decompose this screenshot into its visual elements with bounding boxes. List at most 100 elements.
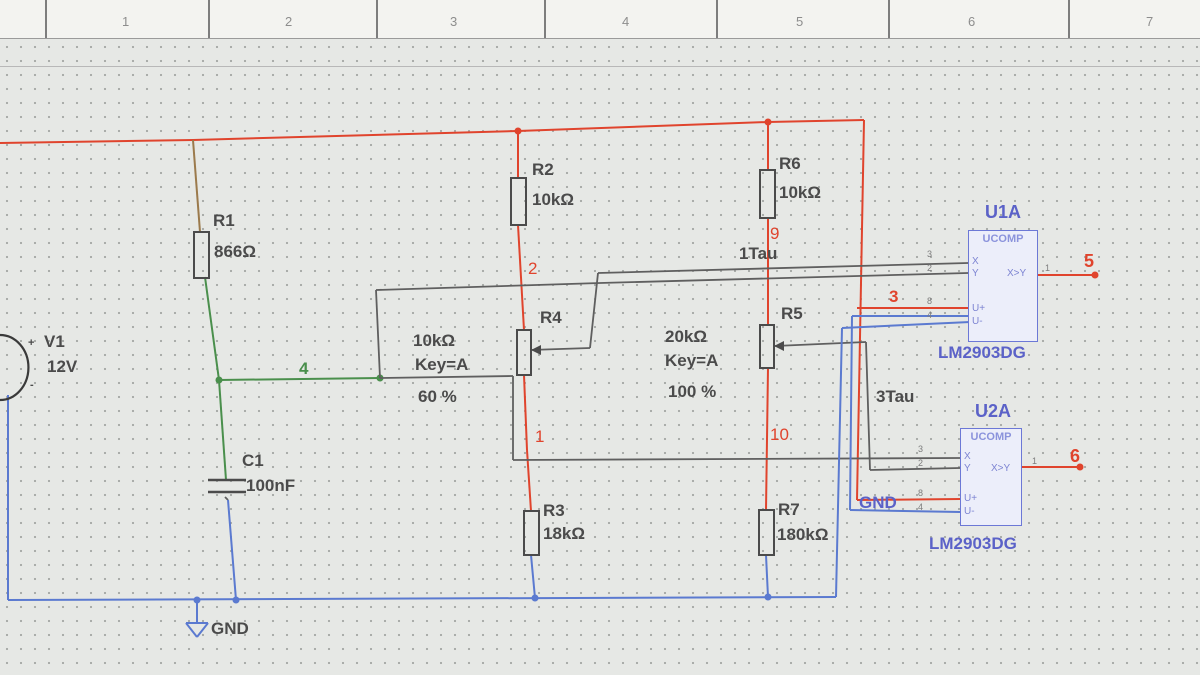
u1-pin-out: X>Y (1007, 268, 1027, 279)
r4-name: R4 (540, 308, 562, 327)
ruler-column-1: 1 (45, 0, 210, 38)
u1-pin-uplus: U+ (972, 303, 986, 314)
u1-pin-x: X (972, 256, 979, 267)
ruler-label: 1 (122, 14, 130, 29)
signal-nets[interactable] (224, 262, 969, 501)
u2-pinnum-1: 1 (1032, 456, 1038, 466)
u2-chip-label: UCOMP (970, 431, 1012, 443)
column-ruler: 1 2 3 4 5 6 7 (0, 0, 1200, 39)
supply-net[interactable] (0, 119, 1095, 512)
r2-value: 10kΩ (532, 190, 574, 209)
ruler-column-6: 6 (888, 0, 1070, 38)
r5-body[interactable] (759, 324, 775, 369)
u2-pin-y: Y (964, 463, 971, 474)
u2-pinnum-3: 3 (918, 444, 924, 454)
v1-minus-sign: - (30, 379, 34, 391)
r7-body[interactable] (758, 509, 775, 556)
r4-value: 10kΩ (413, 331, 455, 350)
v1-name: V1 (44, 332, 65, 351)
net-label-4: 4 (299, 359, 309, 378)
ruler-column-5: 5 (716, 0, 890, 38)
c1-body[interactable] (208, 478, 246, 494)
ruler-label: 6 (968, 14, 976, 29)
r1-name: R1 (213, 211, 235, 230)
u1-part: LM2903DG (938, 343, 1026, 362)
v1-plus-sign: + (28, 337, 35, 349)
r1-body[interactable] (193, 231, 210, 279)
u1-pin-uminus: U- (972, 316, 983, 327)
net-label-2: 2 (528, 259, 538, 278)
r7-name: R7 (778, 500, 800, 519)
ruler-column-2: 2 (208, 0, 378, 38)
junction-dot (531, 594, 539, 602)
u1-pinnum-3: 3 (927, 249, 933, 259)
junction-dot (1091, 271, 1099, 279)
u2-pin-x: X (964, 451, 971, 462)
u1-comparator-chip[interactable]: UCOMP X Y X>Y U+ U- (968, 230, 1038, 342)
r5-value: 20kΩ (665, 327, 707, 346)
v1-value: 12V (47, 357, 78, 376)
ruler-label: 2 (285, 14, 293, 29)
junction-dot (764, 118, 772, 126)
r2-name: R2 (532, 160, 554, 179)
junction-dot (193, 596, 201, 604)
secondary-ruler (0, 38, 1200, 67)
u2-pinnum-8: 8 (918, 488, 924, 498)
r3-body[interactable] (523, 510, 540, 556)
c1-name: C1 (242, 451, 264, 470)
net-label-gnd: GND (859, 493, 897, 512)
net-label-3tau: 3Tau (876, 387, 915, 406)
u1-chip-label: UCOMP (982, 233, 1024, 245)
node-4-net[interactable] (204, 276, 381, 481)
u1-output-node: 5 (1084, 251, 1095, 271)
net-label-1: 1 (535, 427, 545, 446)
ground-label: GND (211, 619, 249, 638)
u2-part: LM2903DG (929, 534, 1017, 553)
r6-body[interactable] (759, 169, 776, 219)
ground-net[interactable] (7, 315, 971, 622)
r1-value: 866Ω (214, 242, 256, 261)
junction-dot (1076, 463, 1084, 471)
net-label-1tau: 1Tau (739, 244, 778, 263)
ruler-label: 5 (796, 14, 804, 29)
r4-body[interactable] (516, 329, 532, 376)
junction-dot (514, 127, 522, 135)
u1-name: U1A (985, 202, 1022, 222)
ground-symbol[interactable] (185, 622, 209, 638)
r5-name: R5 (781, 304, 803, 323)
r6-value: 10kΩ (779, 183, 821, 202)
u2-output-node: 6 (1070, 446, 1081, 466)
r3-name: R3 (543, 501, 565, 520)
r4-key: Key=A (415, 355, 469, 374)
junction-dot (232, 596, 240, 604)
u2-comparator-chip[interactable]: UCOMP X Y X>Y U+ U- (960, 428, 1022, 526)
r5-percent: 100 % (668, 382, 717, 401)
r2-body[interactable] (510, 177, 527, 226)
ruler-label: 3 (450, 14, 458, 29)
u2-pin-out: X>Y (991, 463, 1011, 474)
ruler-label: 7 (1146, 14, 1154, 29)
net-label-10: 10 (770, 425, 789, 444)
u2-pinnum-2: 2 (918, 458, 924, 468)
c1-value: 100nF (246, 476, 296, 495)
net-label-3: 3 (889, 287, 899, 306)
r4-wiper (531, 345, 541, 355)
r4-percent: 60 % (418, 387, 457, 406)
r5-key: Key=A (665, 351, 719, 370)
junction-dot (764, 593, 772, 601)
v1-source-symbol[interactable] (0, 333, 30, 402)
ruler-column-7: 7 (1068, 0, 1198, 38)
u1-pinnum-2: 2 (927, 263, 933, 273)
r1-branch[interactable] (192, 139, 201, 233)
u1-pin-y: Y (972, 268, 979, 279)
r6-name: R6 (779, 154, 801, 173)
r7-value: 180kΩ (777, 525, 829, 544)
ruler-column-4: 4 (544, 0, 718, 38)
u2-name: U2A (975, 401, 1012, 421)
net-label-9: 9 (770, 224, 780, 243)
u2-pin-uminus: U- (964, 506, 975, 517)
u2-pin-uplus: U+ (964, 493, 978, 504)
u1-pinnum-4: 4 (927, 310, 933, 320)
